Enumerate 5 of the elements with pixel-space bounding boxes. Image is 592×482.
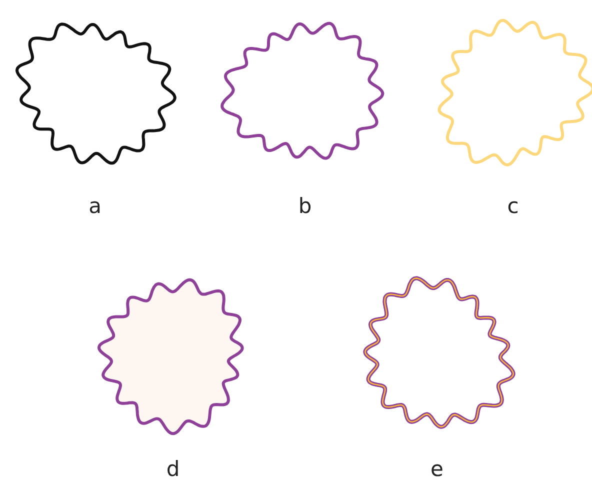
panel-letter: c — [507, 196, 519, 217]
panel-letter: e — [430, 459, 444, 480]
panel-letter: d — [166, 459, 180, 480]
panel-letter: a — [88, 196, 102, 217]
panel-letter: b — [298, 196, 312, 217]
